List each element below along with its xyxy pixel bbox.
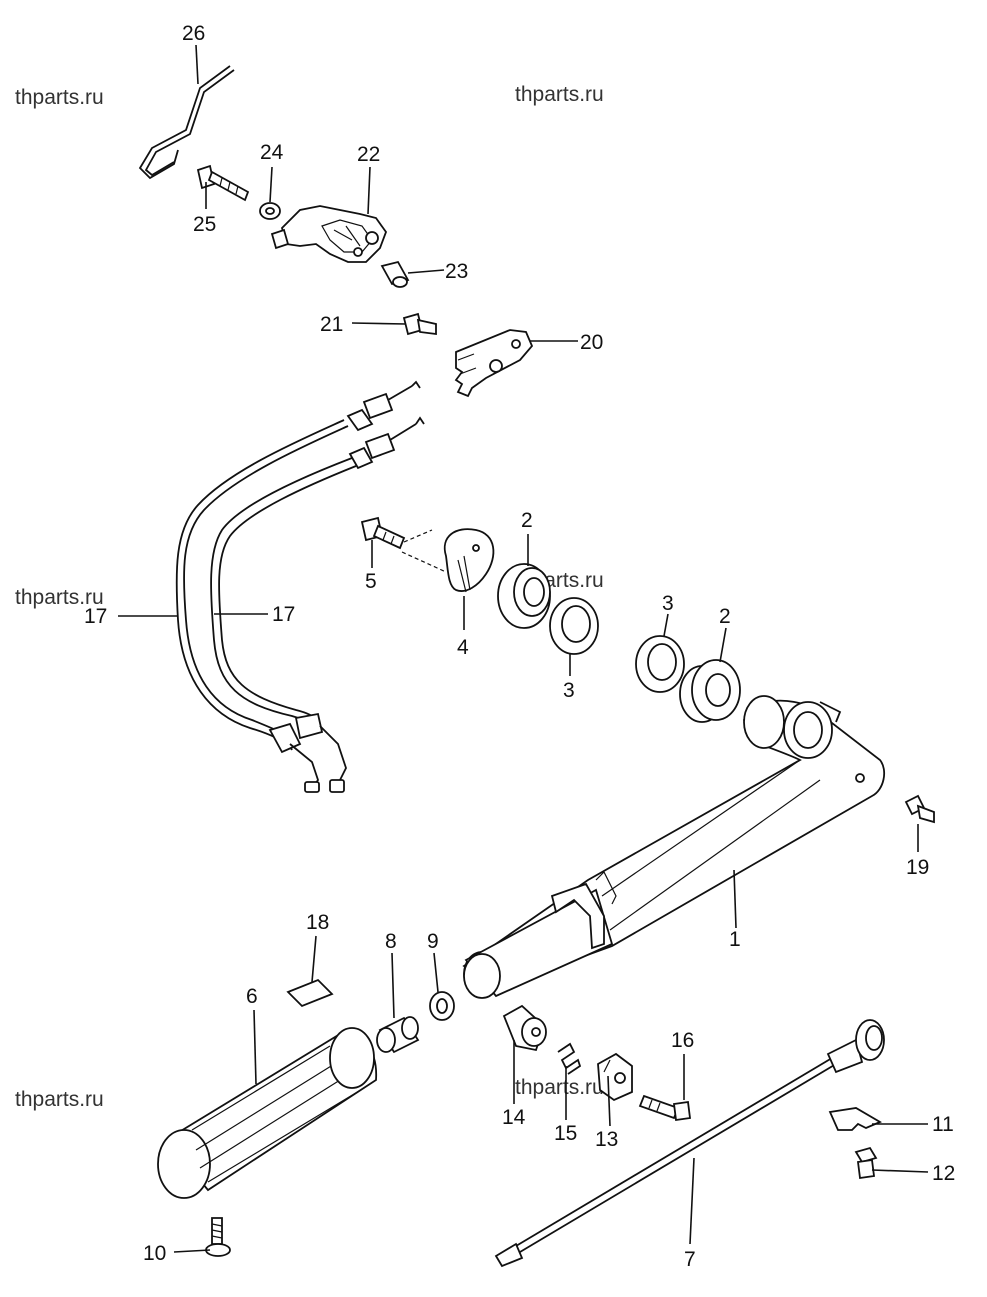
- part-11-clip: [828, 1107, 882, 1131]
- callout-15: 15: [554, 1122, 577, 1145]
- callout-2-lower: 2: [719, 605, 731, 628]
- callout-10: 10: [143, 1242, 166, 1265]
- part-13-clamp: [597, 1052, 633, 1102]
- watermark: thparts.ru: [15, 1088, 104, 1111]
- callout-7: 7: [684, 1248, 696, 1271]
- callout-16: 16: [671, 1029, 694, 1052]
- callout-4: 4: [457, 636, 469, 659]
- callout-6: 6: [246, 985, 258, 1008]
- part-7-throttle-rod: [494, 1019, 885, 1268]
- part-26-wire-clip: [138, 65, 235, 180]
- callout-24: 24: [260, 141, 284, 164]
- part-19-screw: [904, 794, 935, 824]
- callout-8: 8: [385, 930, 397, 953]
- callout-2-upper: 2: [521, 509, 533, 532]
- part-18-label: [286, 978, 334, 1008]
- part-25-bolt: [196, 164, 250, 202]
- part-2-bushing-lower: [679, 659, 741, 723]
- leader-lines: [118, 44, 929, 1253]
- callout-11: 11: [932, 1113, 954, 1136]
- callout-19: 19: [906, 856, 929, 879]
- part-3-ring-upper: [549, 597, 599, 655]
- part-17-cables: [175, 380, 425, 793]
- callout-23: 23: [445, 260, 468, 283]
- callout-26: 26: [182, 22, 205, 45]
- part-8-sleeve: [376, 1016, 420, 1054]
- callout-25: 25: [193, 213, 216, 236]
- part-22-bracket: [270, 205, 388, 263]
- part-5-bolt: [360, 516, 406, 550]
- callout-20: 20: [580, 331, 603, 354]
- callout-3-upper: 3: [563, 679, 575, 702]
- part-6-grip: [157, 1027, 377, 1199]
- callout-13: 13: [595, 1128, 618, 1151]
- callout-14: 14: [502, 1106, 526, 1129]
- part-20-plate: [454, 329, 534, 398]
- part-14-knob: [502, 1004, 547, 1052]
- watermark: thparts.ru: [15, 86, 104, 109]
- part-23-collar: [380, 260, 410, 288]
- callout-3-lower: 3: [662, 592, 674, 615]
- part-9-washer: [429, 991, 455, 1021]
- part-2-bushing-upper: [497, 563, 551, 629]
- part-16-bolt: [638, 1094, 692, 1122]
- part-12-screw: [854, 1146, 878, 1180]
- callout-12: 12: [932, 1162, 955, 1185]
- callout-17-right: 17: [272, 603, 295, 626]
- callout-22: 22: [357, 143, 380, 166]
- watermark: thparts.ru: [15, 586, 104, 609]
- callout-18: 18: [306, 911, 329, 934]
- callout-1: 1: [729, 928, 741, 951]
- watermark: thparts.ru: [515, 83, 604, 106]
- part-4-cam-plate: [401, 528, 495, 593]
- part-1-tiller-arm: [462, 695, 886, 999]
- part-3-ring-lower: [635, 635, 685, 693]
- callout-numbers: 26 24 22 25 23 21 20 17 17 5 4 2 3 3 2 1…: [84, 22, 955, 1271]
- watermark: thparts.ru: [515, 1076, 604, 1099]
- part-21-bolt: [402, 312, 437, 336]
- part-15-spring: [557, 1042, 582, 1075]
- callout-9: 9: [427, 930, 439, 953]
- callout-5: 5: [365, 570, 377, 593]
- callout-21: 21: [320, 313, 343, 336]
- callout-17-left: 17: [84, 605, 107, 628]
- part-24-washer: [259, 202, 281, 220]
